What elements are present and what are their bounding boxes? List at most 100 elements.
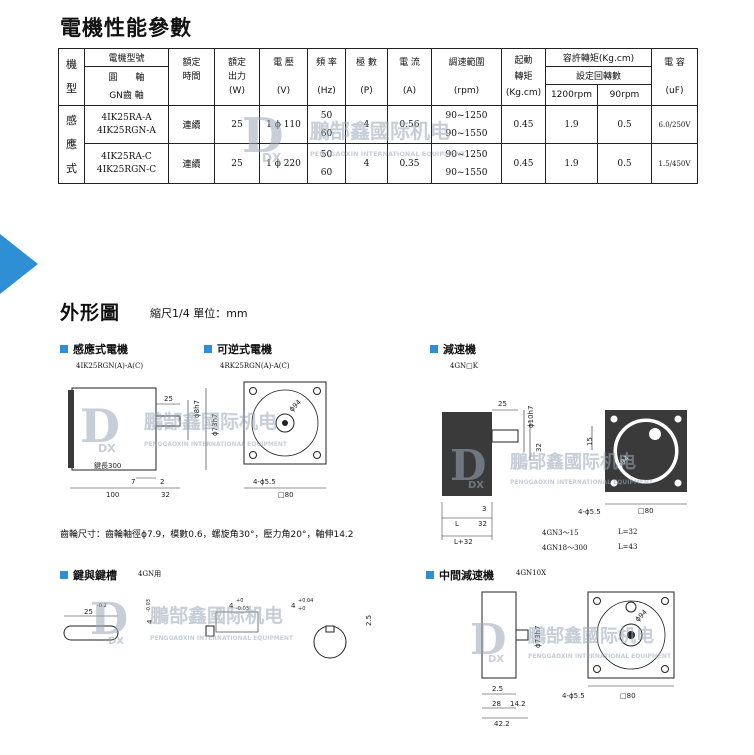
spec-table: 機型 電機型號 額定時間 額定出力(W) 電 壓(V) 頻 率(Hz) 極 數(… — [58, 47, 698, 184]
motor-body — [71, 387, 157, 471]
mount-hole — [313, 387, 321, 395]
current-cell: 0.56 — [387, 105, 432, 144]
dim-25: 2.5 — [492, 685, 503, 693]
middle-reducer-drawing: ϕ73h7 2.5 28 14.2 42.2 ϕ94 4-ϕ5.5 □80 — [481, 591, 675, 728]
mount-hole — [249, 387, 257, 395]
key-width: 4 — [146, 619, 154, 624]
slot-width-tol2: -0.03 — [236, 606, 249, 612]
key-drawing: 25 -0.2 4 -0.03 4 +0 -0.03 4 +0.04 +0 2.… — [63, 598, 373, 659]
power-cell: 25 — [214, 143, 260, 184]
drawing-watermark: D DX 鵬郜鑫國际机电 PENGGAOXIN INTERNATIONAL EQ… — [80, 399, 288, 455]
capacitor-cell: 6.0/250V — [651, 105, 698, 144]
mount-hole — [249, 451, 257, 459]
square-bullet-icon — [426, 571, 434, 579]
start-torque-header: 起動轉矩(Kg.cm) — [501, 48, 546, 106]
freq-header: 頻 率(Hz) — [307, 48, 346, 106]
torque90-cell: 0.5 — [597, 105, 652, 144]
drawing-watermark: D DX 鵬郜鑫國际机电 PENGGAOXIN INTERNATIONAL EQ… — [90, 594, 294, 647]
watermark-latin: PENGGAOXIN INTERNATIONAL EQUIPMENT — [144, 441, 288, 448]
dim-7: 7 — [131, 478, 135, 486]
dim-2: 2 — [160, 478, 164, 486]
outline-scale: 縮尺1/4 單位：mm — [150, 307, 248, 320]
key-section — [205, 625, 215, 637]
rpm90-header: 90rpm — [597, 84, 652, 106]
middle-model: 4GN10X — [516, 569, 547, 577]
reducer-len-model: 4GN3～15 — [542, 529, 579, 537]
watermark-latin: PENGGAOXIN INTERNATIONAL EQUIPMENT — [310, 150, 466, 158]
table-watermark: D DX 鵬郜鑫國际机电 PENGGAOXIN INTERNATIONAL EQ… — [242, 108, 466, 165]
watermark-brand: 鵬郜鑫國际机电 — [310, 119, 450, 143]
spec-title: 電機性能參數 — [60, 16, 192, 40]
reducer-drawing: 25 ϕ10h7 32 3 L 32 L+32 15 ϕ94 4-ϕ5.5 □8… — [441, 400, 687, 546]
model-header-gn: GN齒 軸 — [84, 84, 169, 106]
voltage-header: 電 壓(V) — [259, 48, 308, 106]
duty-header: 額定時間 — [168, 48, 215, 106]
key-model: 4GN用 — [138, 570, 162, 578]
slot-width-tol: +0 — [236, 598, 243, 604]
reducer-model: 4GN□K — [450, 362, 479, 370]
middle-body — [481, 591, 517, 679]
watermark-logo-d: D — [470, 615, 506, 664]
dim-hole: 4-ϕ5.5 — [578, 508, 601, 516]
capacitor-header: 電 容(uF) — [651, 48, 698, 106]
dim-100: 100 — [106, 491, 119, 499]
dim-L: L — [455, 520, 459, 528]
watermark-logo-d: D — [450, 441, 486, 490]
middle-front-gear — [625, 601, 637, 613]
reducer-front-shaft — [649, 428, 661, 440]
key-shape — [63, 625, 119, 641]
voltage-cell: 1 ϕ 220 — [259, 143, 308, 184]
section-arrow-icon — [0, 234, 38, 294]
set-speed-header: 設定回轉數 — [545, 66, 652, 86]
dim-L32: L+32 — [454, 538, 473, 546]
torque1200-cell: 1.9 — [545, 143, 598, 184]
mount-hole — [610, 479, 618, 487]
dim-73h7: ϕ73h7 — [534, 626, 542, 648]
dim-32: 32 — [161, 491, 170, 499]
section-reducer: 減速機 — [430, 341, 476, 357]
reducer-len-model: 4GN18～300 — [542, 544, 588, 552]
table-header-row: 機型 電機型號 額定時間 額定出力(W) 電 壓(V) 頻 率(Hz) 極 數(… — [58, 47, 698, 106]
mount-hole — [674, 479, 682, 487]
dim-25: 25 — [498, 400, 507, 408]
model-header-round: 圓 軸 — [84, 66, 169, 85]
watermark-brand: 鵬郜鑫國际机电 — [510, 451, 636, 473]
section-key: 鍵與鍵槽 — [60, 567, 117, 583]
key-len: 25 — [84, 608, 93, 616]
rpm1200-header: 1200rpm — [545, 84, 598, 106]
speed-range-header: 調速範圍(rpm) — [431, 48, 502, 106]
section-induction: 感應式電機 — [60, 341, 128, 357]
dim-142: 14.2 — [510, 700, 526, 708]
motor-endcap — [68, 390, 74, 468]
dim-hole: 4-ϕ5.5 — [562, 692, 585, 700]
watermark-logo-dx: DX — [262, 151, 282, 165]
watermark-logo-d: D — [90, 594, 128, 645]
square-bullet-icon — [60, 345, 68, 353]
outline-title: 外形圖 — [60, 302, 121, 324]
reducer-len-value: L=32 — [618, 528, 638, 536]
gear-note: 齒輪尺寸：齒輪軸徑ϕ7.9，模數0.6，螺旋角30°，壓力角20°，軸伸14.2 — [60, 530, 354, 540]
duty-cell: 連續 — [168, 143, 215, 184]
square-bullet-icon — [204, 345, 212, 353]
duty-cell: 連續 — [168, 105, 215, 144]
dim-80: □80 — [638, 507, 654, 515]
watermark-brand: 鵬郜鑫國际机电 — [143, 410, 277, 433]
capacitor-cell: 1.5/450V — [651, 143, 698, 184]
reducer-shaft — [491, 429, 519, 443]
dim-key300: 鍵長300 — [94, 461, 121, 470]
dim-32: 32 — [535, 443, 543, 452]
keyway-depth: 2.5 — [365, 615, 373, 626]
dim-32b: 32 — [478, 520, 487, 528]
dim-hole: 4-ϕ5.5 — [253, 478, 276, 486]
mount-hole — [593, 597, 601, 605]
keyway-width: 4 — [291, 602, 296, 610]
key-width-tol: -0.03 — [146, 599, 152, 612]
square-bullet-icon — [430, 345, 438, 353]
watermark-logo-d: D — [80, 399, 120, 453]
torque90-cell: 0.5 — [597, 143, 652, 184]
keyway — [325, 625, 335, 633]
watermark-logo-dx: DX — [488, 654, 504, 665]
